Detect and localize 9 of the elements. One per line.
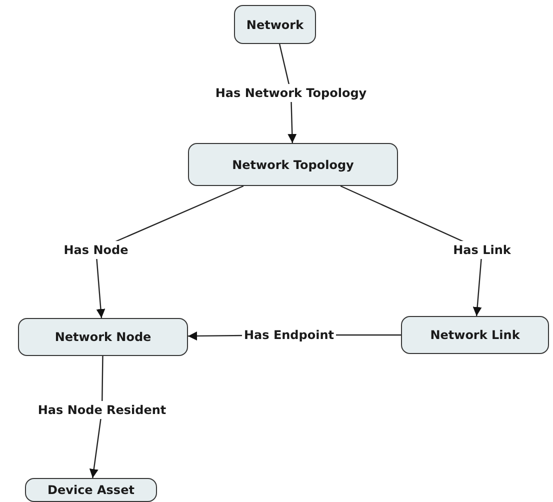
edge-label: Has Node Resident [36, 401, 168, 419]
concept-box: Network [234, 5, 316, 44]
edge-label: Has Network Topology [213, 84, 369, 102]
edge-label: Has Link [451, 241, 513, 259]
concept-box: Network Topology [188, 143, 398, 186]
concept-box: Network Node [18, 318, 188, 356]
edge-label: Has Node [62, 241, 130, 259]
concept-box: Device Asset [25, 478, 157, 502]
concept-box: Network Link [401, 316, 549, 354]
